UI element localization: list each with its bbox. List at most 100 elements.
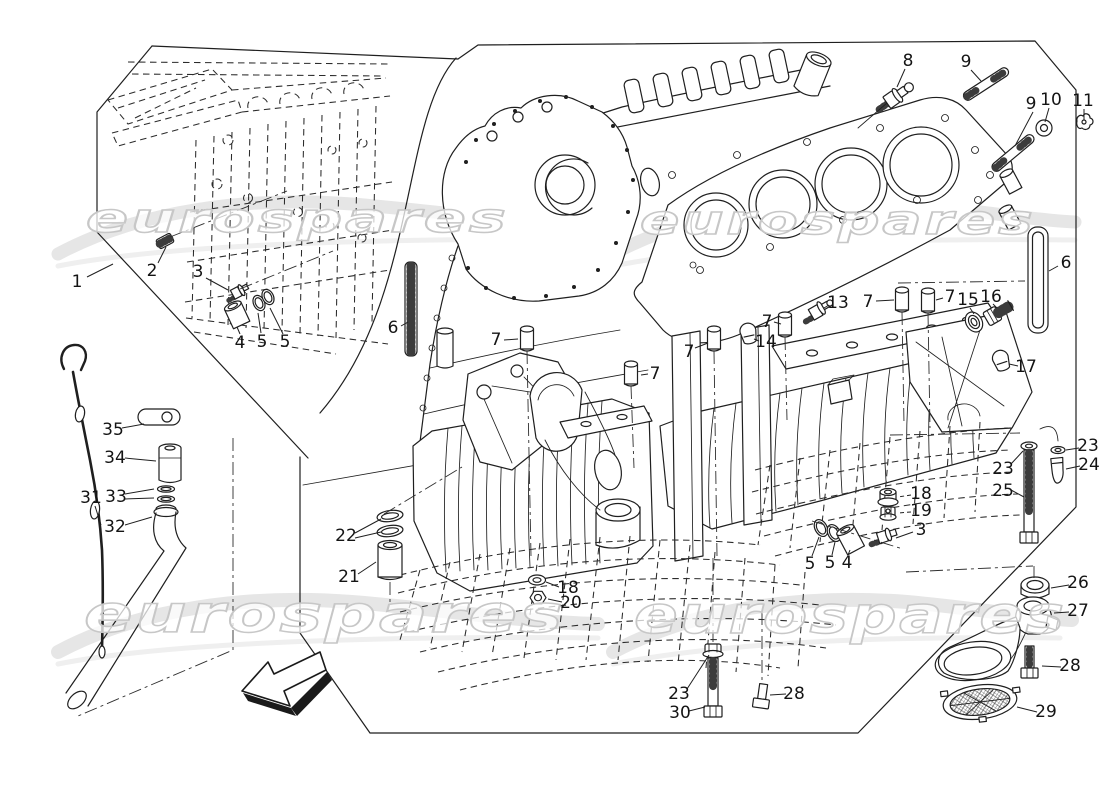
part-30-bolt — [703, 657, 723, 718]
callout-leader-13 — [823, 304, 830, 309]
callout-leader-7 — [875, 299, 895, 302]
part-7-bush — [920, 287, 936, 314]
part-callout-7: 7 — [945, 287, 956, 307]
callout-leader-7 — [694, 342, 709, 349]
callout-leader-28 — [1041, 665, 1062, 668]
part-3-sensor-b — [868, 527, 898, 548]
part-8-sensor — [875, 82, 914, 113]
part-4-bush-b — [836, 524, 866, 556]
callout-leader-18 — [545, 581, 560, 588]
crankcase-details — [462, 302, 1033, 562]
part-callout-1: 1 — [72, 272, 83, 292]
part-7-bush — [777, 311, 793, 338]
part-callout-18: 18 — [557, 578, 579, 598]
part-callout-9: 9 — [961, 52, 972, 72]
dowel-bush — [999, 168, 1023, 195]
part-callout-7: 7 — [650, 364, 661, 384]
part-callout-20: 20 — [560, 593, 582, 613]
callout-leader-10 — [1044, 107, 1050, 123]
callout-leader-3 — [895, 531, 914, 539]
arrow-body — [241, 651, 327, 707]
part-6-stud-left — [404, 261, 418, 357]
arrow-shadow — [243, 693, 296, 716]
callout-leader-28 — [769, 693, 787, 696]
callout-leader-14 — [753, 338, 760, 342]
callout-leader-25 — [1010, 489, 1025, 498]
part-33-orings — [156, 485, 176, 503]
callout-leader-23 — [1065, 447, 1080, 451]
part-7-bush — [623, 360, 639, 387]
part-callout-4: 4 — [235, 333, 246, 353]
callout-leader-7 — [503, 338, 519, 341]
part-callout-5: 5 — [825, 553, 836, 573]
callout-leader-27 — [1053, 611, 1070, 614]
callout-leader-9 — [970, 69, 982, 82]
callout-leader-4 — [847, 549, 851, 556]
part-5-oring-b — [813, 518, 829, 538]
callout-leader-23 — [686, 654, 710, 690]
callout-leader-5 — [269, 307, 284, 335]
part-callout-2: 2 — [147, 261, 158, 281]
callout-leader-33 — [124, 488, 155, 495]
callout-leader-7 — [773, 321, 782, 325]
part-7-bushes — [519, 168, 1023, 387]
part-5-oring-left-a — [252, 294, 266, 312]
callout-leader-23 — [1010, 450, 1024, 465]
part-callout-16: 16 — [980, 287, 1002, 307]
part-16-plug — [982, 300, 1017, 326]
callout-leader-6 — [1048, 265, 1059, 272]
part-callout-5: 5 — [805, 554, 816, 574]
part-23-washer-b — [1050, 445, 1066, 455]
watermark-text: eurospares — [86, 196, 509, 242]
filler-neck — [793, 51, 832, 97]
part-callout-24: 24 — [1078, 455, 1100, 475]
callout-leader-8 — [896, 68, 906, 88]
part-23-washer-a — [1020, 441, 1038, 451]
part-17-plug — [991, 349, 1011, 372]
part-callout-21: 21 — [338, 567, 360, 587]
part-28-bolt-b — [751, 682, 770, 710]
part-27-seal-housing — [1015, 596, 1059, 635]
callout-leader-22 — [354, 531, 382, 539]
part-callout-9: 9 — [1026, 94, 1037, 114]
callout-leader-16 — [992, 303, 998, 309]
part-callout-7: 7 — [684, 342, 695, 362]
part-callout-31: 31 — [80, 488, 102, 508]
part-callout-5: 5 — [280, 332, 291, 352]
part-callout-30: 30 — [669, 703, 691, 723]
part-7-bush — [894, 286, 910, 313]
centerlines — [77, 190, 1035, 717]
part-24-pin — [1050, 456, 1064, 484]
cover-bolt-dots — [464, 95, 635, 300]
part-21-plug — [377, 539, 403, 581]
part-18-nut — [877, 487, 899, 507]
callout-leader-4 — [236, 326, 241, 335]
callout-leader-30 — [688, 706, 706, 712]
callout-leader-2 — [157, 246, 167, 264]
callout-leader-6 — [400, 321, 409, 327]
part-23-nut-c — [702, 643, 724, 659]
part-9-stud-b — [991, 134, 1035, 172]
callout-leader-15 — [969, 307, 975, 315]
part-callout-23: 23 — [992, 459, 1014, 479]
part-callout-23: 23 — [668, 684, 690, 704]
callout-leader-33 — [124, 497, 155, 500]
callout-leader-34 — [124, 457, 157, 462]
part-callout-15: 15 — [957, 290, 979, 310]
part-callout-22: 22 — [335, 526, 357, 546]
part-callout-33: 33 — [105, 487, 127, 507]
part-callout-8: 8 — [903, 51, 914, 71]
callout-leader-5 — [257, 312, 262, 334]
part-callout-23: 23 — [1077, 436, 1099, 456]
part-callout-7: 7 — [863, 292, 874, 312]
part-callout-34: 34 — [104, 448, 126, 468]
callout-leader-5 — [811, 536, 820, 557]
callout-leader-9 — [1014, 111, 1034, 147]
main-engine-drawing — [412, 48, 1033, 592]
deck-bolt-holes — [668, 114, 994, 274]
part-7-bush — [519, 325, 535, 352]
